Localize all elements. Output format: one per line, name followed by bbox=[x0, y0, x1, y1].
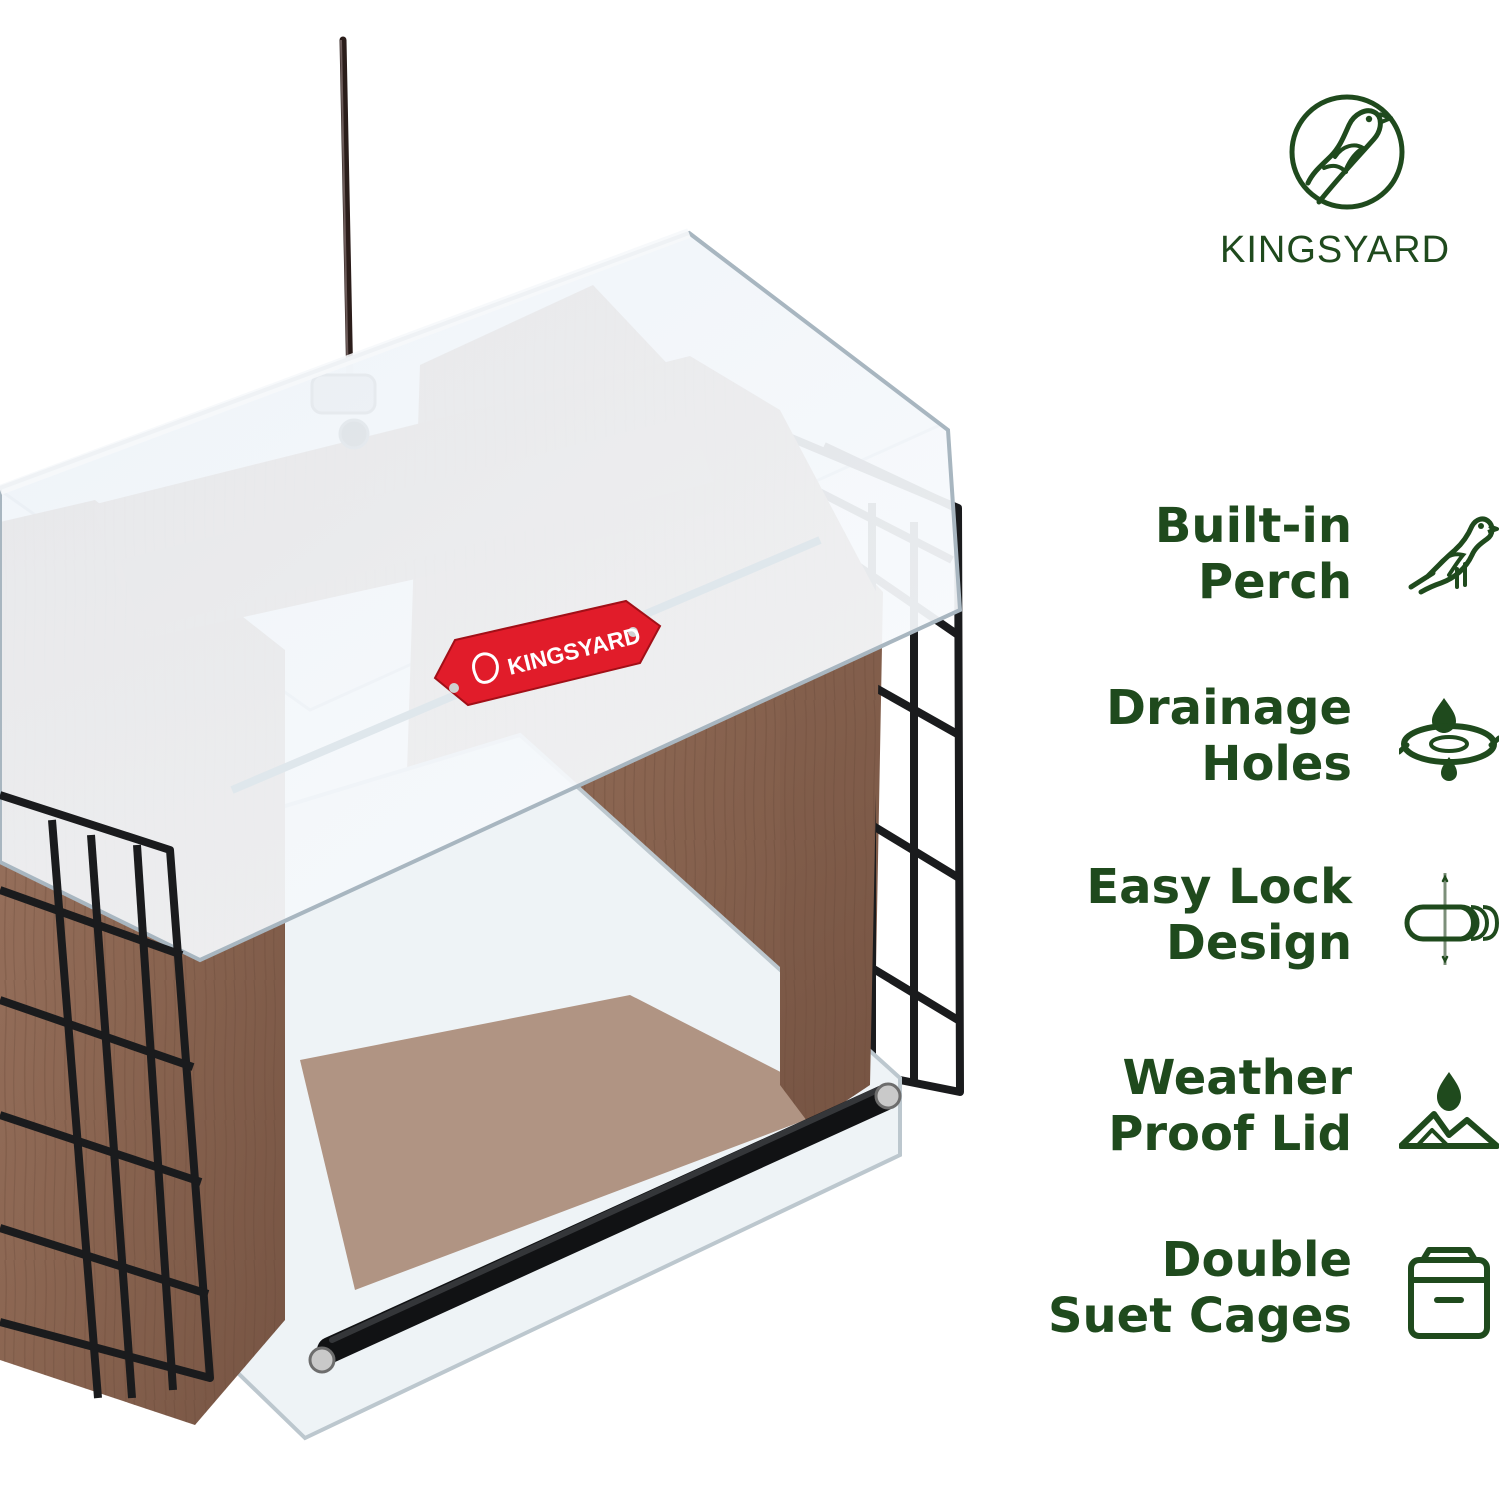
feature-label: Weather Proof Lid bbox=[972, 1050, 1352, 1162]
feature-line-1: Easy Lock bbox=[1086, 859, 1352, 915]
feature-label: Double Suet Cages bbox=[972, 1232, 1352, 1344]
feature-line-1: Double bbox=[1161, 1232, 1352, 1288]
brand-block: KINGSYARD bbox=[1210, 92, 1499, 282]
weather-proof-icon bbox=[1399, 1072, 1499, 1149]
bird-perch-icon bbox=[1408, 516, 1499, 595]
feature-label: Easy Lock Design bbox=[972, 859, 1352, 971]
drainage-icon bbox=[1399, 698, 1499, 781]
suet-cage-icon bbox=[1408, 1247, 1490, 1339]
lock-mechanism-icon bbox=[1404, 873, 1499, 965]
feature-weather-proof-lid: Weather Proof Lid bbox=[999, 1050, 1499, 1170]
feature-line-1: Drainage bbox=[1106, 680, 1352, 736]
feature-double-suet-cages: Double Suet Cages bbox=[999, 1232, 1499, 1352]
feature-line-2: Suet Cages bbox=[1047, 1288, 1352, 1344]
feature-line-1: Weather bbox=[1122, 1050, 1352, 1106]
feature-label: Built-in Perch bbox=[972, 498, 1352, 610]
feature-line-2: Design bbox=[1166, 915, 1352, 971]
brand-name: KINGSYARD bbox=[1220, 229, 1451, 271]
feature-line-2: Holes bbox=[1201, 736, 1352, 792]
feature-built-in-perch: Built-in Perch bbox=[999, 498, 1499, 618]
feature-line-2: Perch bbox=[1197, 554, 1352, 610]
bird-feeder-image: KINGSYARD bbox=[0, 36, 964, 1441]
feature-line-1: Built-in bbox=[1154, 498, 1352, 554]
feature-line-2: Proof Lid bbox=[1108, 1106, 1352, 1162]
bird-in-circle-logo-icon bbox=[1289, 94, 1405, 210]
feature-easy-lock-design: Easy Lock Design bbox=[999, 859, 1499, 979]
feature-label: Drainage Holes bbox=[972, 680, 1352, 792]
product-badge: KINGSYARD bbox=[433, 599, 662, 707]
feature-drainage-holes: Drainage Holes bbox=[999, 680, 1499, 800]
